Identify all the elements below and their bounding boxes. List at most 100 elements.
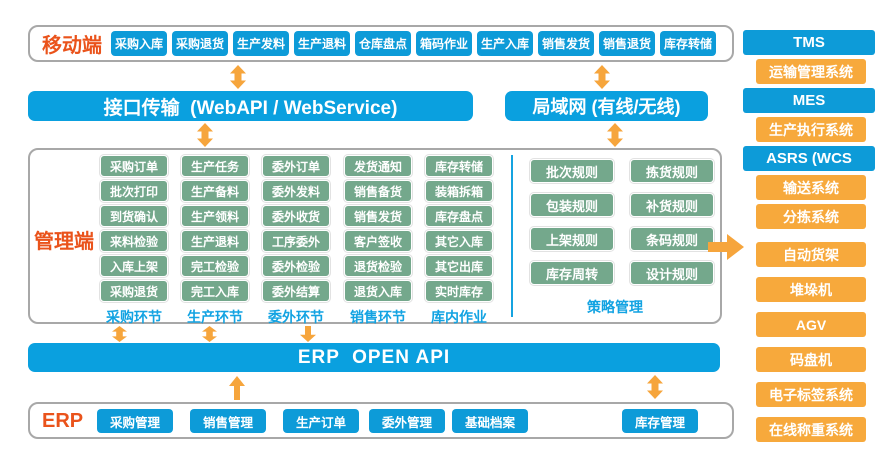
sidebar-item-mes[interactable]: MES xyxy=(743,88,875,113)
management-item[interactable]: 客户签收 xyxy=(344,230,412,252)
management-column-production: 生产任务 生产备料 生产领料 生产退料 完工检验 完工入库 生产环节 xyxy=(181,155,249,327)
management-item[interactable]: 生产备料 xyxy=(181,180,249,202)
sidebar-item-asrs-wcs[interactable]: ASRS (WCS xyxy=(743,146,875,171)
strategy-item[interactable]: 设计规则 xyxy=(630,261,714,285)
mobile-section-label: 移动端 xyxy=(42,35,102,57)
erp-button[interactable]: 生产订单 xyxy=(283,409,359,433)
management-item[interactable]: 委外结算 xyxy=(262,280,330,302)
erp-open-api-bar: ERP OPEN API xyxy=(28,343,720,372)
up-down-arrow-icon xyxy=(197,123,213,147)
mobile-button[interactable]: 采购退货 xyxy=(172,31,228,56)
sidebar-item-stacker-crane[interactable]: 堆垛机 xyxy=(756,277,866,302)
management-item[interactable]: 委外收货 xyxy=(262,205,330,227)
mobile-button[interactable]: 销售发货 xyxy=(538,31,594,56)
erp-button-inventory[interactable]: 库存管理 xyxy=(622,409,698,433)
up-down-arrow-icon xyxy=(112,326,127,342)
sidebar-item-sorting-system[interactable]: 分拣系统 xyxy=(756,204,866,229)
management-item[interactable]: 生产任务 xyxy=(181,155,249,177)
management-item[interactable]: 委外订单 xyxy=(262,155,330,177)
strategy-item[interactable]: 批次规则 xyxy=(530,159,614,183)
sidebar-item-production-exec-system[interactable]: 生产执行系统 xyxy=(756,117,866,142)
management-item[interactable]: 工序委外 xyxy=(262,230,330,252)
management-item[interactable]: 其它入库 xyxy=(425,230,493,252)
right-arrow-icon xyxy=(708,234,744,260)
column-footer-label: 采购环节 xyxy=(106,309,162,325)
interface-transmission-bar: 接口传输 (WebAPI / WebService) xyxy=(28,91,473,121)
management-item[interactable]: 其它出库 xyxy=(425,255,493,277)
management-item[interactable]: 销售发货 xyxy=(344,205,412,227)
strategy-item[interactable]: 拣货规则 xyxy=(630,159,714,183)
strategy-item[interactable]: 库存周转 xyxy=(530,261,614,285)
sidebar-item-agv[interactable]: AGV xyxy=(756,312,866,337)
management-item[interactable]: 发货通知 xyxy=(344,155,412,177)
management-item[interactable]: 库存盘点 xyxy=(425,205,493,227)
management-section-label: 管理端 xyxy=(34,231,94,253)
strategy-footer-label: 策略管理 xyxy=(587,299,643,315)
sidebar-item-automatic-rack[interactable]: 自动货架 xyxy=(756,242,866,267)
column-footer-label: 生产环节 xyxy=(187,309,243,325)
sidebar-item-transport-system[interactable]: 运输管理系统 xyxy=(756,59,866,84)
interface-transmission-label: 接口传输 (WebAPI / WebService) xyxy=(103,97,398,119)
mobile-buttons-row: 采购入库 采购退货 生产发料 生产退料 仓库盘点 箱码作业 生产入库 销售发货 … xyxy=(111,31,716,56)
erp-section-label: ERP xyxy=(42,410,84,432)
management-item[interactable]: 装箱拆箱 xyxy=(425,180,493,202)
management-item[interactable]: 退货检验 xyxy=(344,255,412,277)
management-column-warehouse: 库存转储 装箱拆箱 库存盘点 其它入库 其它出库 实时库存 库内作业 xyxy=(425,155,493,327)
management-item[interactable]: 批次打印 xyxy=(100,180,168,202)
mobile-button[interactable]: 生产退料 xyxy=(294,31,350,56)
management-item[interactable]: 库存转储 xyxy=(425,155,493,177)
management-item[interactable]: 委外检验 xyxy=(262,255,330,277)
up-down-arrow-icon xyxy=(202,326,217,342)
sidebar-item-tms[interactable]: TMS xyxy=(743,30,875,55)
sidebar-item-palletizer[interactable]: 码盘机 xyxy=(756,347,866,372)
mobile-button[interactable]: 库存转储 xyxy=(660,31,716,56)
management-item[interactable]: 销售备货 xyxy=(344,180,412,202)
management-column-purchase: 采购订单 批次打印 到货确认 来料检验 入库上架 采购退货 采购环节 xyxy=(100,155,168,327)
up-arrow-icon xyxy=(229,376,245,400)
management-item[interactable]: 委外发料 xyxy=(262,180,330,202)
management-item[interactable]: 入库上架 xyxy=(100,255,168,277)
erp-button[interactable]: 采购管理 xyxy=(97,409,173,433)
strategy-item[interactable]: 补货规则 xyxy=(630,193,714,217)
management-column-sales: 发货通知 销售备货 销售发货 客户签收 退货检验 退货入库 销售环节 xyxy=(344,155,412,327)
erp-open-api-label: ERP OPEN API xyxy=(297,346,451,368)
management-item[interactable]: 采购退货 xyxy=(100,280,168,302)
mobile-section: 移动端 采购入库 采购退货 生产发料 生产退料 仓库盘点 箱码作业 生产入库 销… xyxy=(28,25,734,62)
management-item[interactable]: 采购订单 xyxy=(100,155,168,177)
management-item[interactable]: 实时库存 xyxy=(425,280,493,302)
lan-bar: 局域网 (有线/无线) xyxy=(505,91,708,121)
sidebar-item-electronic-label-system[interactable]: 电子标签系统 xyxy=(756,382,866,407)
column-footer-label: 库内作业 xyxy=(431,309,487,325)
management-item[interactable]: 完工检验 xyxy=(181,255,249,277)
strategy-item[interactable]: 条码规则 xyxy=(630,227,714,251)
column-footer-label: 委外环节 xyxy=(268,309,324,325)
management-item[interactable]: 来料检验 xyxy=(100,230,168,252)
mobile-button[interactable]: 采购入库 xyxy=(111,31,167,56)
strategy-grid: 批次规则 拣货规则 包装规则 补货规则 上架规则 条码规则 库存周转 设计规则 xyxy=(530,159,714,285)
management-column-outsource: 委外订单 委外发料 委外收货 工序委外 委外检验 委外结算 委外环节 xyxy=(262,155,330,327)
down-arrow-icon xyxy=(300,326,316,342)
mobile-button[interactable]: 生产入库 xyxy=(477,31,533,56)
strategy-item[interactable]: 包装规则 xyxy=(530,193,614,217)
up-down-arrow-icon xyxy=(607,123,623,147)
strategy-divider xyxy=(511,155,513,317)
management-item[interactable]: 到货确认 xyxy=(100,205,168,227)
mobile-button[interactable]: 仓库盘点 xyxy=(355,31,411,56)
up-down-arrow-icon xyxy=(647,375,663,399)
mobile-button[interactable]: 销售退货 xyxy=(599,31,655,56)
management-item[interactable]: 退货入库 xyxy=(344,280,412,302)
erp-button[interactable]: 委外管理 xyxy=(369,409,445,433)
sidebar-item-conveyor-system[interactable]: 输送系统 xyxy=(756,175,866,200)
erp-button[interactable]: 基础档案 xyxy=(452,409,528,433)
mobile-button[interactable]: 生产发料 xyxy=(233,31,289,56)
sidebar-item-online-weighing-system[interactable]: 在线称重系统 xyxy=(756,417,866,442)
management-item[interactable]: 生产退料 xyxy=(181,230,249,252)
erp-button[interactable]: 销售管理 xyxy=(190,409,266,433)
strategy-item[interactable]: 上架规则 xyxy=(530,227,614,251)
management-item[interactable]: 完工入库 xyxy=(181,280,249,302)
management-item[interactable]: 生产领料 xyxy=(181,205,249,227)
up-down-arrow-icon xyxy=(594,65,610,89)
column-footer-label: 销售环节 xyxy=(350,309,406,325)
mobile-button[interactable]: 箱码作业 xyxy=(416,31,472,56)
